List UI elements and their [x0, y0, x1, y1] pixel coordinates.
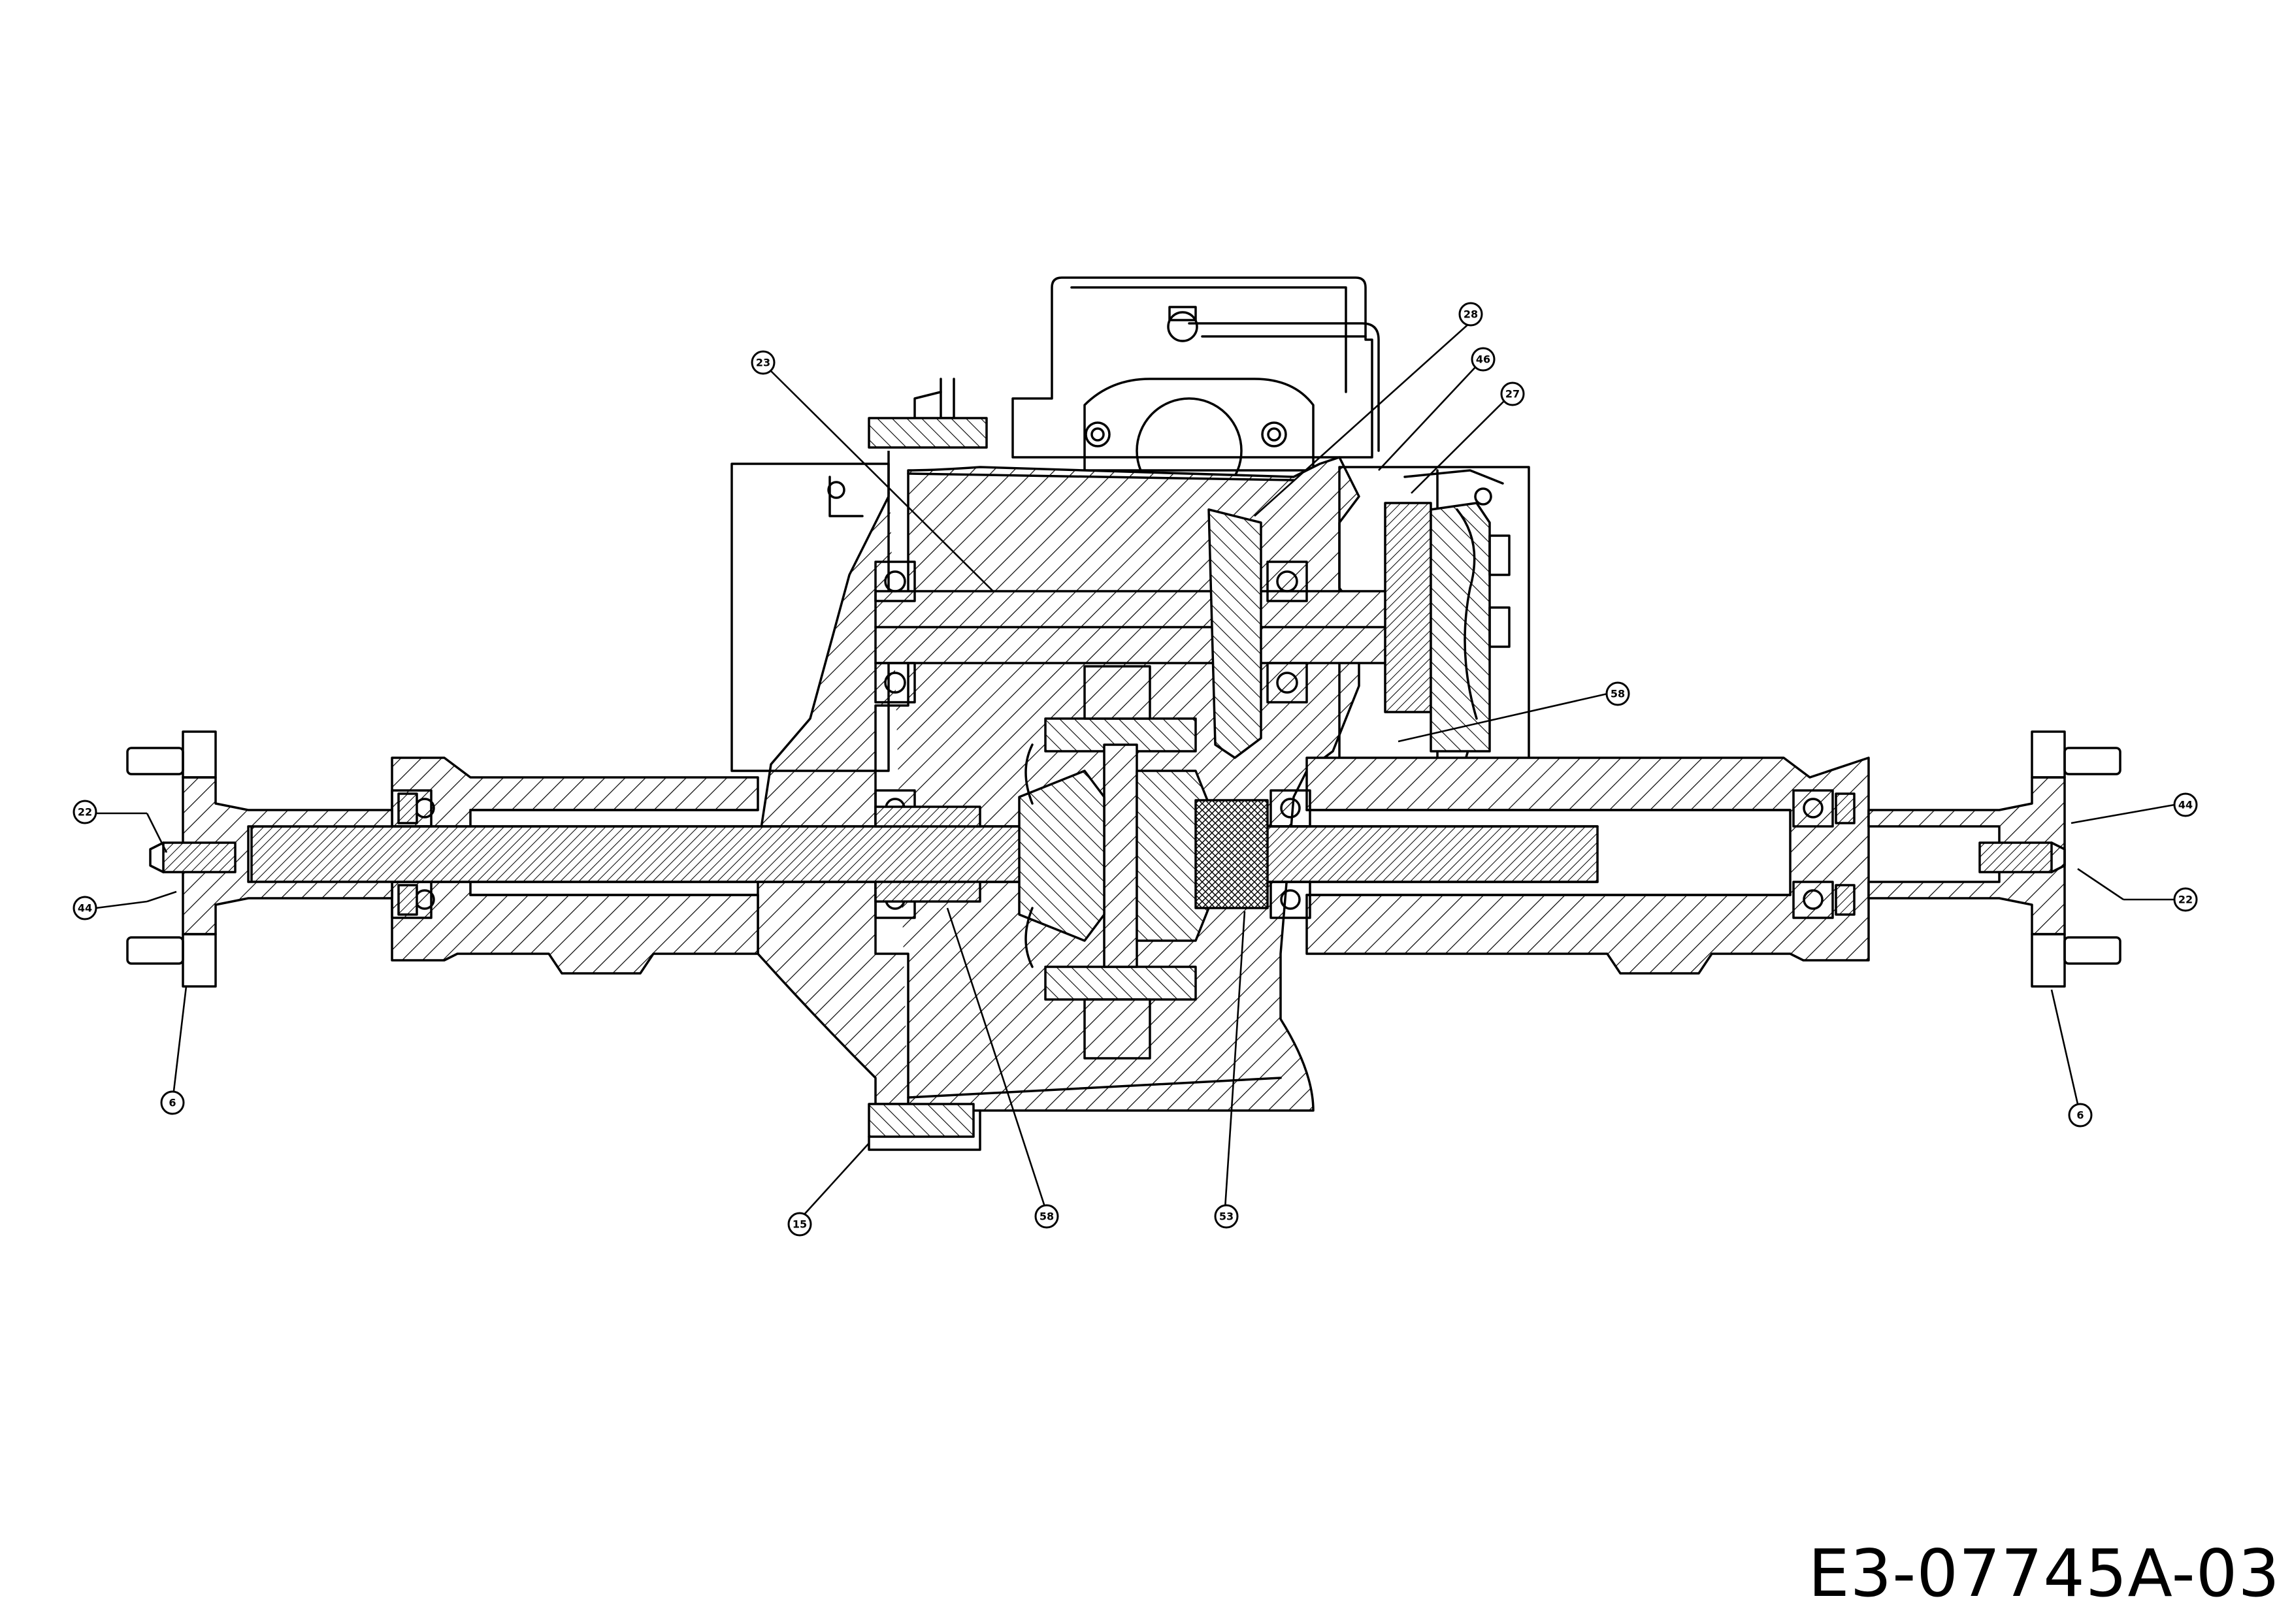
callout-6-left: 6 [160, 1090, 185, 1115]
callout-44-left: 44 [73, 896, 97, 920]
svg-text:44: 44 [2178, 799, 2193, 811]
svg-text:27: 27 [1505, 388, 1520, 400]
callouts: 23 28 46 27 58 22 44 6 44 22 6 15 58 53 [73, 302, 2198, 1237]
svg-text:6: 6 [2076, 1109, 2084, 1122]
svg-text:15: 15 [793, 1218, 807, 1231]
axle-housing-left [391, 756, 759, 975]
callout-22-left: 22 [73, 800, 97, 824]
drawing-code-label: E3-07745A-03 [1808, 1535, 2280, 1612]
svg-text:22: 22 [78, 806, 92, 819]
svg-text:58: 58 [1611, 688, 1625, 700]
svg-text:44: 44 [78, 902, 92, 915]
svg-text:28: 28 [1464, 308, 1478, 321]
callout-44-right: 44 [2173, 792, 2198, 817]
callout-28: 28 [1458, 302, 1483, 327]
callout-22-right: 22 [2173, 887, 2198, 912]
svg-text:23: 23 [756, 357, 770, 369]
callout-53: 53 [1214, 1204, 1239, 1229]
upper-housing [868, 276, 1380, 504]
hub-left [126, 730, 393, 988]
svg-text:58: 58 [1040, 1210, 1054, 1223]
callout-58-bottom: 58 [1034, 1204, 1059, 1229]
callout-46: 46 [1471, 347, 1496, 372]
differential-gears [874, 508, 1269, 1060]
brake-assembly [1384, 469, 1511, 753]
svg-text:6: 6 [169, 1097, 176, 1109]
svg-text:46: 46 [1476, 353, 1490, 366]
leader-lines [95, 321, 2175, 1216]
input-shaft [874, 590, 1419, 664]
svg-text:22: 22 [2178, 894, 2193, 906]
callout-15: 15 [787, 1212, 812, 1237]
axle-housing-right [1305, 756, 1870, 975]
hub-right [1867, 730, 2121, 988]
callout-23: 23 [751, 350, 776, 375]
svg-text:53: 53 [1219, 1210, 1234, 1223]
callout-58-top: 58 [1605, 681, 1630, 706]
callout-6-right: 6 [2068, 1103, 2093, 1128]
callout-27: 27 [1500, 382, 1525, 406]
main-axle-shaft [250, 825, 1599, 883]
bearings [391, 560, 1856, 919]
